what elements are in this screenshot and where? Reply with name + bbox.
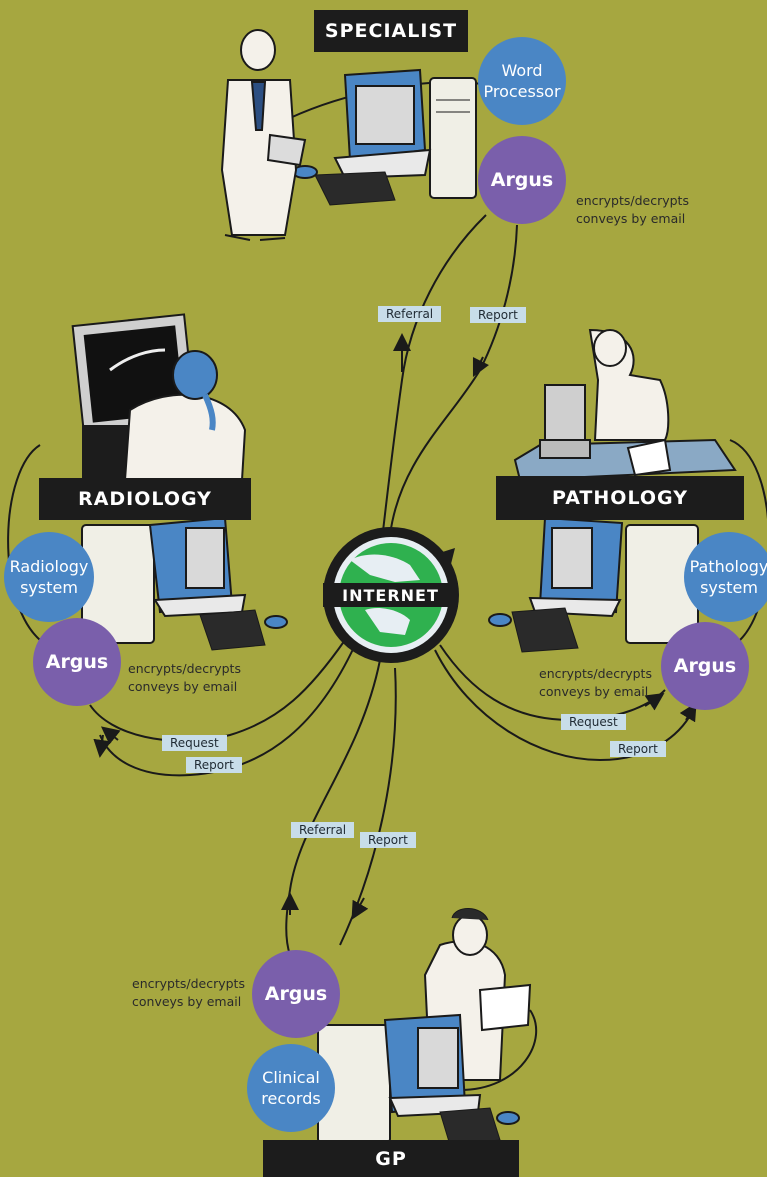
pathology-computer [488,516,699,653]
gp-argus-note: encrypts/decrypts conveys by email [132,975,245,1011]
gp-workstation [317,908,532,1146]
specialist-note-line2: conveys by email [576,211,686,226]
radiology-argus-note: encrypts/decrypts conveys by email [128,660,241,696]
pathology-request-tag: Request [561,714,626,730]
pathology-note-line1: encrypts/decrypts [539,666,652,681]
radiology-argus-circle: Argus [33,618,121,706]
specialist-system-line1: Word [501,61,543,80]
specialist-doctor [220,29,307,241]
gp-argus-circle: Argus [252,950,340,1038]
radiology-cable [7,444,41,641]
gp-referral-line [285,659,381,956]
internet-label: INTERNET [323,583,458,607]
gp-note-line2: conveys by email [132,994,242,1009]
specialist-computer [292,68,477,206]
specialist-note-line1: encrypts/decrypts [576,193,689,208]
radiology-request-tag: Request [162,735,227,751]
gp-referral-tag: Referral [291,822,355,838]
pathology-label: PATHOLOGY [496,476,744,520]
gp-report-tag: Report [360,832,416,848]
gp-label: GP [263,1140,519,1177]
pathology-system-line2: system [700,578,758,597]
gp-report-line [339,667,397,946]
pathology-workstation [513,328,737,482]
gp-note-line1: encrypts/decrypts [132,976,245,991]
radiology-system-line1: Radiology [9,557,89,576]
radiology-note-line2: conveys by email [128,679,238,694]
radiology-note-line1: encrypts/decrypts [128,661,241,676]
specialist-referral-tag: Referral [378,306,442,322]
pathology-system-line1: Pathology [689,557,767,576]
gp-system-circle: Clinical records [247,1044,335,1132]
radiology-report-tag: Report [186,757,242,773]
specialist-argus-note: encrypts/decrypts conveys by email [576,192,689,228]
specialist-report-tag: Report [470,307,526,323]
pathology-cable [729,439,767,641]
pathology-report-line [434,649,693,762]
pathology-argus-circle: Argus [661,622,749,710]
radiology-workstation [71,313,247,481]
pathology-system-circle: Pathology system [684,532,767,622]
specialist-argus-circle: Argus [478,136,566,224]
gp-system-line1: Clinical [262,1068,320,1087]
radiology-system-circle: Radiology system [4,532,94,622]
radiology-computer [81,516,288,651]
pathology-note-line2: conveys by email [539,684,649,699]
radiology-label: RADIOLOGY [39,478,251,520]
specialist-system-line2: Processor [483,82,561,101]
pathology-report-tag: Report [610,741,666,757]
specialist-label: SPECIALIST [314,10,468,52]
pathology-argus-note: encrypts/decrypts conveys by email [539,665,652,701]
radiology-system-line2: system [20,578,78,597]
specialist-referral-line [381,214,487,541]
gp-system-line2: records [261,1089,321,1108]
